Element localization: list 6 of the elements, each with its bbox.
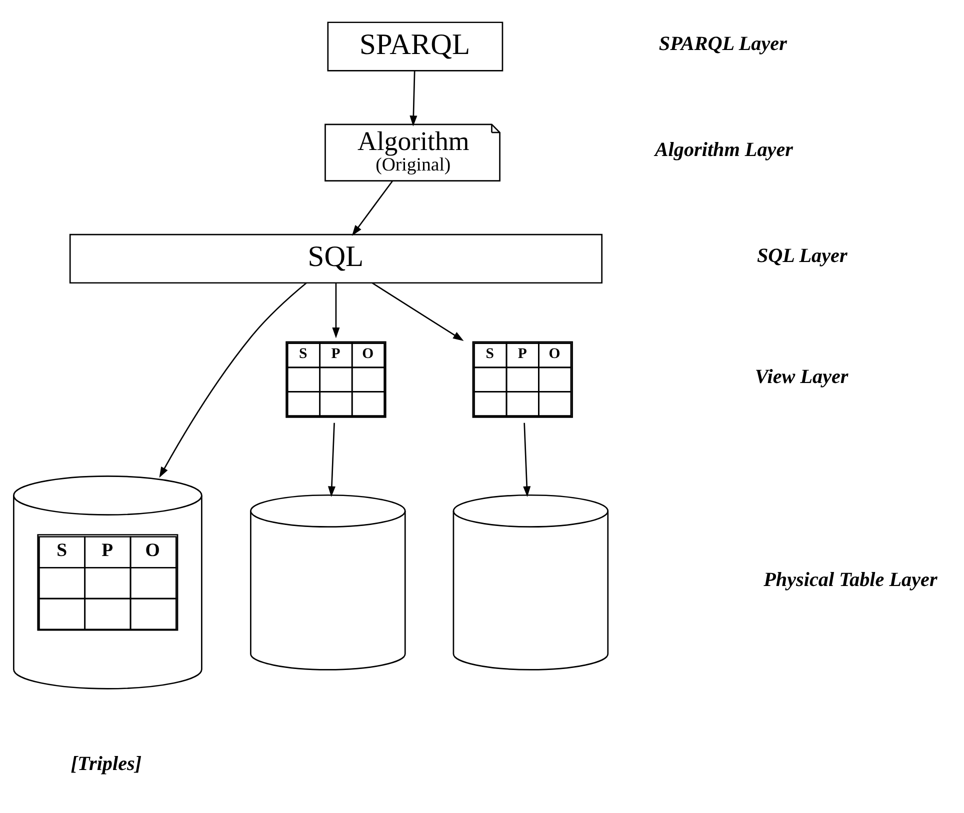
label: View Layer: [754, 366, 848, 388]
label: SPARQL Layer: [658, 32, 787, 55]
label: SQL Layer: [756, 245, 848, 268]
label: Algorithm Layer: [654, 138, 793, 161]
node-label: [Triples]: [70, 752, 142, 775]
label: Physical Table Layer: [764, 568, 938, 591]
